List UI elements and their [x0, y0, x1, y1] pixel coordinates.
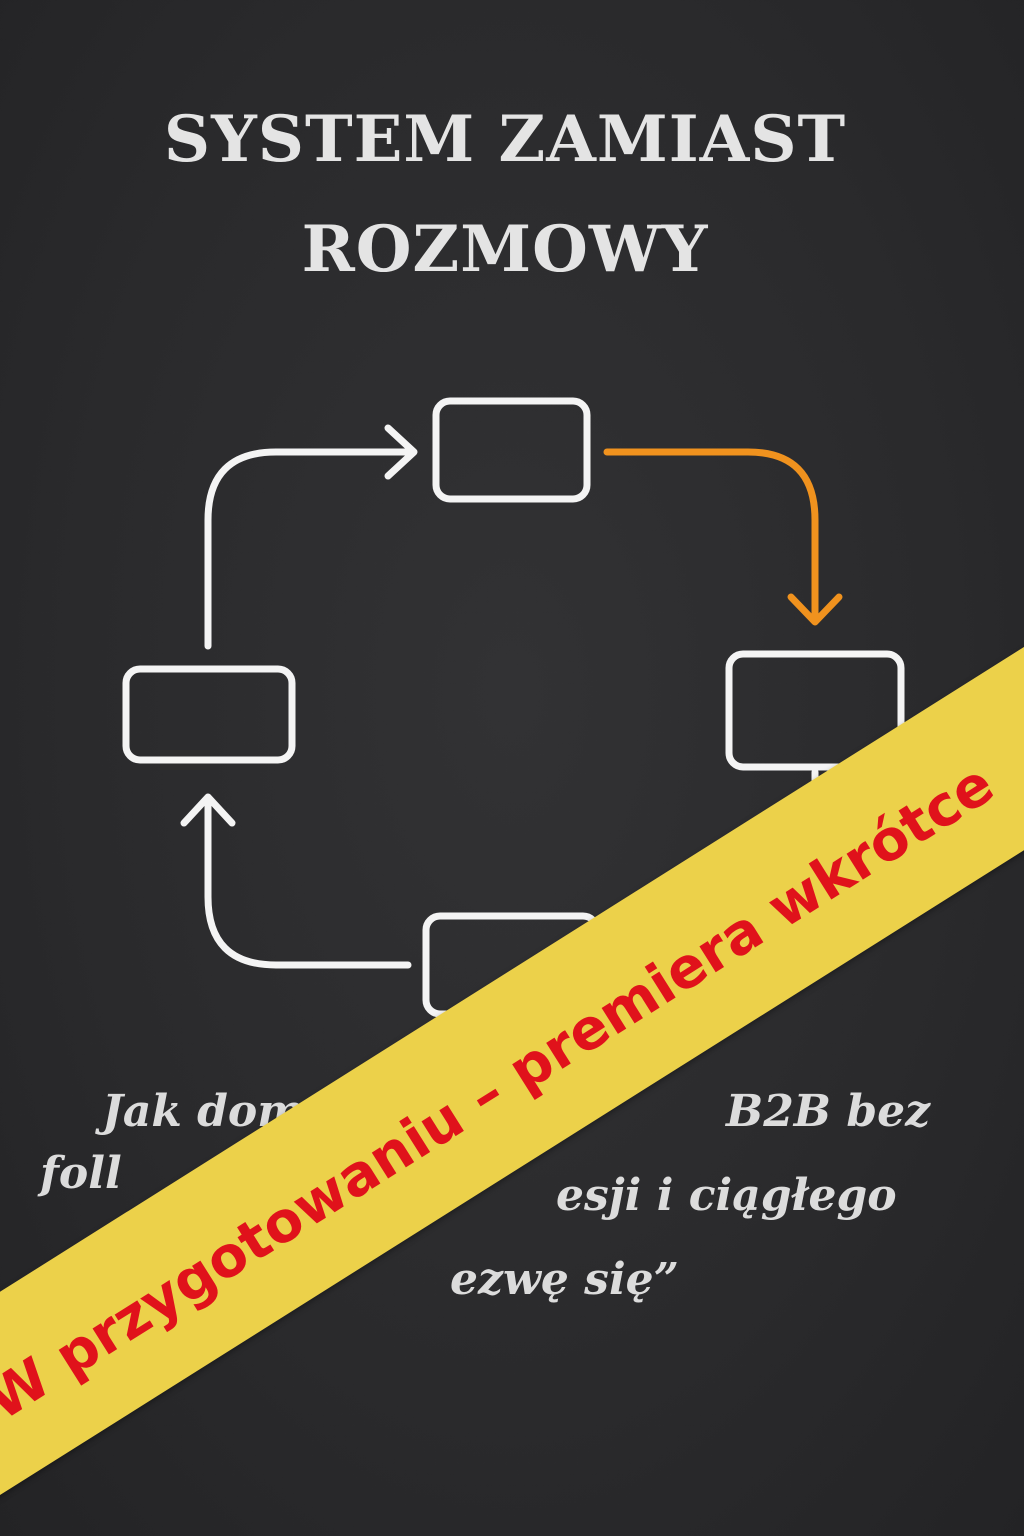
diagram-node-right	[725, 650, 905, 771]
arrow-top-to-right	[603, 448, 819, 624]
arrowhead-right	[787, 593, 843, 626]
arrow-bottom-to-left	[204, 796, 412, 969]
diagram-node-left	[122, 665, 296, 764]
subtitle-fragment: esji i ciągłego	[556, 1170, 897, 1221]
subtitle-fragment: ezwę się”	[450, 1254, 679, 1305]
subtitle-fragment: B2B bez	[726, 1086, 931, 1137]
title-line-1: SYSTEM ZAMIAST	[163, 102, 847, 177]
title-line-2: ROZMOWY	[301, 212, 709, 287]
arrowhead-top	[384, 424, 418, 480]
arrow-left-to-top	[204, 448, 416, 650]
arrowhead-left	[180, 793, 236, 827]
diagram-node-top	[432, 397, 591, 503]
subtitle-fragment: foll	[40, 1148, 122, 1199]
